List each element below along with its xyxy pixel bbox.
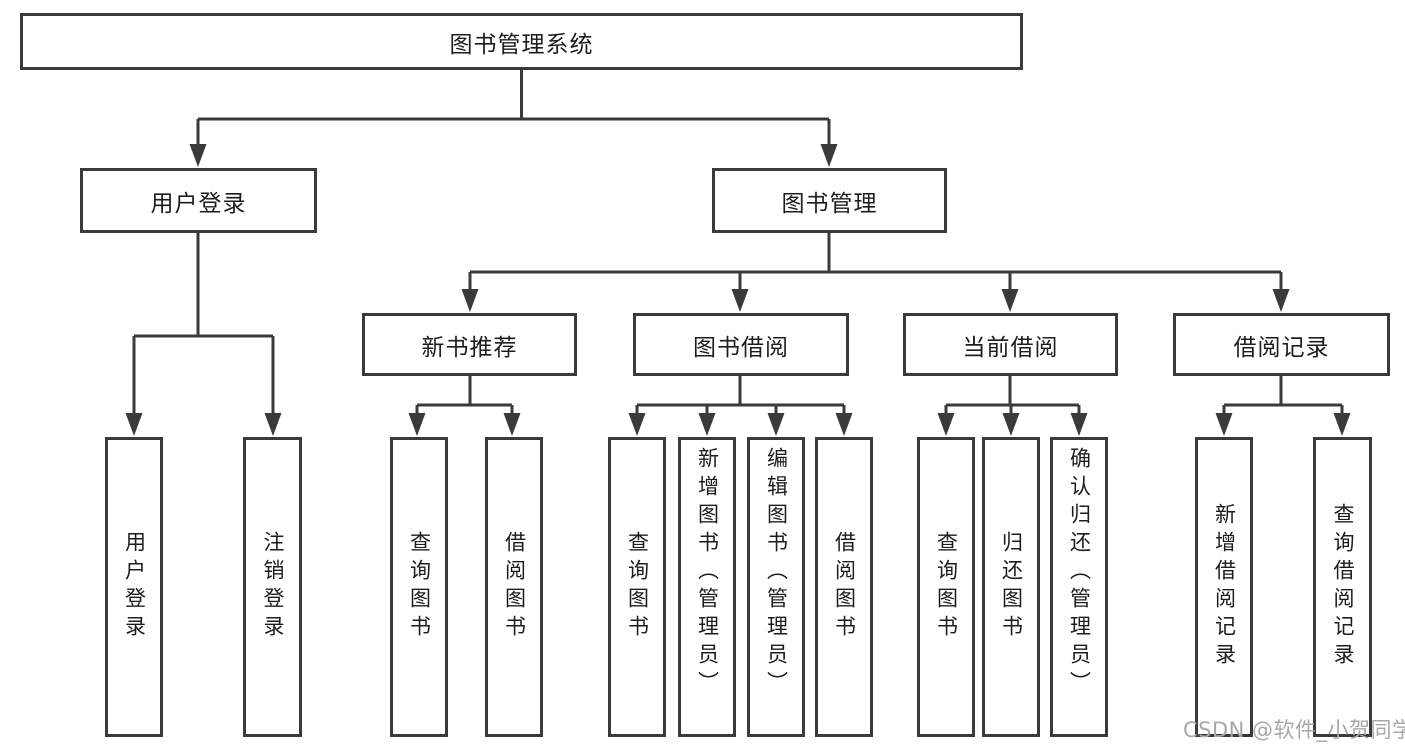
node-label: 新增借阅记录: [1212, 503, 1237, 671]
arrow-down-icon: [1002, 413, 1020, 436]
node-new-book-recommendation: 新书推荐: [362, 313, 577, 376]
node-edit-book-admin: 编辑图书（管理员）: [747, 437, 805, 737]
node-label: 编辑图书（管理员）: [764, 447, 789, 699]
arrow-down-icon: [1070, 413, 1088, 436]
arrow-down-icon: [1215, 413, 1233, 436]
arrow-down-icon: [408, 413, 426, 436]
arrow-down-icon: [767, 413, 785, 436]
node-label: 新增图书（管理员）: [695, 447, 720, 699]
node-label: 借阅图书: [502, 531, 527, 643]
arrow-down-icon: [628, 413, 646, 436]
node-user-login-leaf: 用户登录: [105, 437, 163, 737]
node-label: 查询图书: [934, 531, 959, 643]
node-label: 新书推荐: [421, 334, 518, 361]
arrow-down-icon: [1001, 289, 1019, 312]
arrow-down-icon: [461, 289, 479, 312]
node-confirm-return-admin: 确认归还（管理员）: [1050, 437, 1108, 737]
node-add-book-admin: 新增图书（管理员）: [678, 437, 736, 737]
node-query-books-current: 查询图书: [917, 437, 975, 737]
arrow-down-icon: [1272, 289, 1290, 312]
node-label: 归还图书: [999, 531, 1024, 643]
node-label: 当前借阅: [962, 334, 1059, 361]
node-label: 查询图书: [625, 531, 650, 643]
arrow-down-icon: [731, 289, 749, 312]
arrow-down-icon: [264, 413, 282, 436]
node-book-management-branch: 图书管理: [712, 168, 947, 233]
node-library-management-system: 图书管理系统: [20, 13, 1023, 70]
node-label: 用户登录: [150, 190, 247, 217]
tree-edges: [132, 70, 1344, 421]
node-label: 图书借阅: [693, 334, 789, 361]
node-label: 查询借阅记录: [1331, 503, 1355, 671]
node-label: 图书管理: [781, 190, 878, 217]
node-borrowing-records: 借阅记录: [1173, 313, 1390, 376]
node-return-book: 归还图书: [982, 437, 1040, 737]
node-borrow-books-recommend: 借阅图书: [485, 437, 543, 737]
node-current-borrowing: 当前借阅: [903, 313, 1118, 376]
csdn-watermark: CSDN @软件_小贺同学: [1183, 718, 1405, 742]
node-label: 用户登录: [122, 531, 147, 643]
node-query-borrow-record: 查询借阅记录: [1313, 437, 1372, 737]
node-label: 图书管理系统: [449, 31, 594, 58]
arrowheads: [125, 144, 1351, 436]
node-borrow-books-leaf: 借阅图书: [815, 437, 873, 737]
node-label: 查询图书: [407, 531, 432, 643]
node-user-login-branch: 用户登录: [80, 168, 317, 233]
arrow-down-icon: [1333, 413, 1351, 436]
node-label: 注销登录: [261, 531, 285, 643]
node-query-books-recommend: 查询图书: [390, 437, 448, 737]
node-logout-leaf: 注销登录: [243, 437, 302, 737]
arrow-down-icon: [698, 413, 716, 436]
node-query-books-borrow: 查询图书: [608, 437, 666, 737]
node-add-borrow-record: 新增借阅记录: [1195, 437, 1253, 737]
node-book-borrowing: 图书借阅: [633, 313, 849, 376]
arrow-down-icon: [125, 413, 143, 436]
node-label: 借阅记录: [1233, 334, 1330, 361]
arrow-down-icon: [503, 413, 521, 436]
arrow-down-icon: [835, 413, 853, 436]
node-label: 确认归还（管理员）: [1067, 447, 1092, 699]
arrow-down-icon: [820, 144, 838, 167]
node-label: 借阅图书: [832, 531, 857, 643]
arrow-down-icon: [937, 413, 955, 436]
arrow-down-icon: [189, 144, 207, 167]
